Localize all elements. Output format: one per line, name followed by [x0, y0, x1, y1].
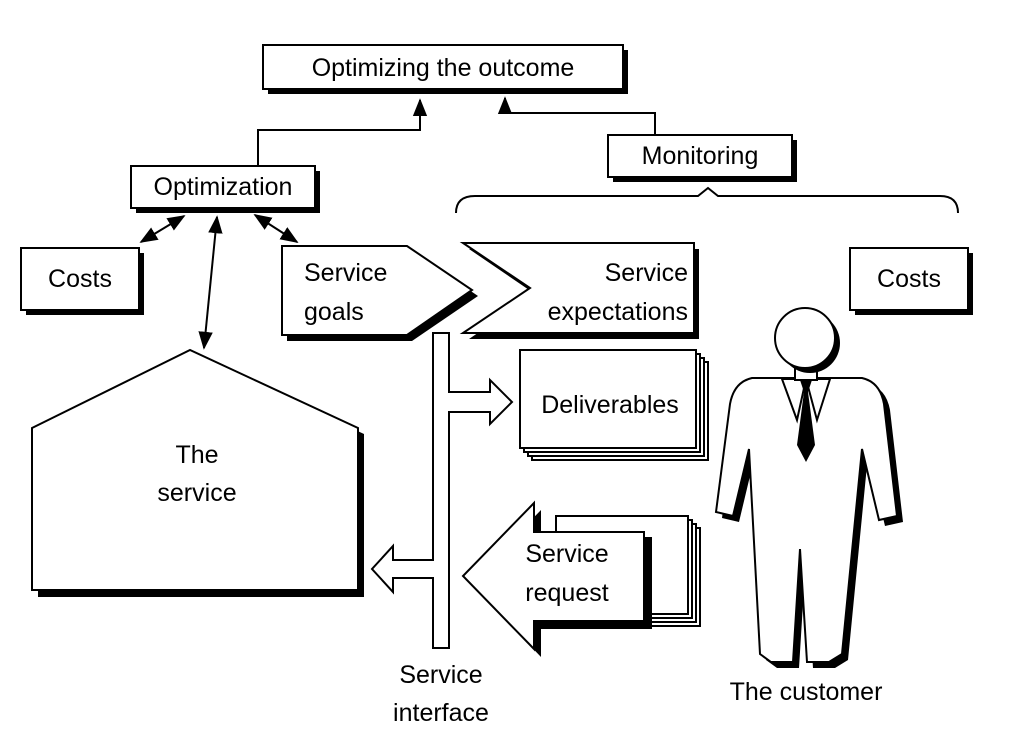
deliverables-stack: Deliverables — [519, 349, 709, 461]
costs-right-box: Costs — [849, 247, 973, 315]
service-expectations-line-2: expectations — [548, 298, 688, 326]
optimizing-outcome-label: Optimizing the outcome — [312, 54, 575, 82]
service-goals-line-1: Service — [304, 259, 387, 287]
businessman-figure-icon — [714, 307, 903, 668]
optimization-label: Optimization — [154, 173, 293, 201]
optimization-costs-arrow — [139, 215, 186, 243]
optimization-to-outcome-connector — [257, 98, 428, 166]
the-service-shape: The service — [31, 348, 364, 597]
monitoring-brace — [455, 186, 959, 214]
optimization-service-arrow — [198, 215, 223, 350]
service-request-line-2: request — [525, 579, 608, 607]
service-interface-line-1: Service — [399, 661, 482, 689]
service-interface-line-2: interface — [393, 699, 489, 727]
service-expectations-line-1: Service — [605, 259, 688, 287]
monitoring-box: Monitoring — [607, 134, 797, 182]
service-interface-bar — [370, 332, 514, 649]
optimizing-outcome-box: Optimizing the outcome — [262, 44, 628, 94]
service-expectations-shape: Service expectations — [459, 242, 699, 339]
the-customer-label: The customer — [730, 678, 883, 706]
service-request-stack: Service request — [461, 500, 701, 657]
costs-left-label: Costs — [48, 265, 112, 293]
optimization-goals-arrow — [253, 214, 299, 243]
service-goals-shape: Service goals — [281, 245, 478, 341]
monitoring-to-outcome-connector — [497, 96, 656, 135]
the-service-line-1: The — [175, 441, 218, 469]
service-request-line-1: Service — [525, 540, 608, 568]
optimization-box: Optimization — [130, 165, 320, 213]
deliverables-label: Deliverables — [541, 391, 679, 419]
service-goals-line-2: goals — [304, 298, 364, 326]
monitoring-label: Monitoring — [642, 142, 759, 170]
costs-right-label: Costs — [877, 265, 941, 293]
costs-left-box: Costs — [20, 247, 144, 315]
the-service-line-2: service — [157, 479, 236, 507]
